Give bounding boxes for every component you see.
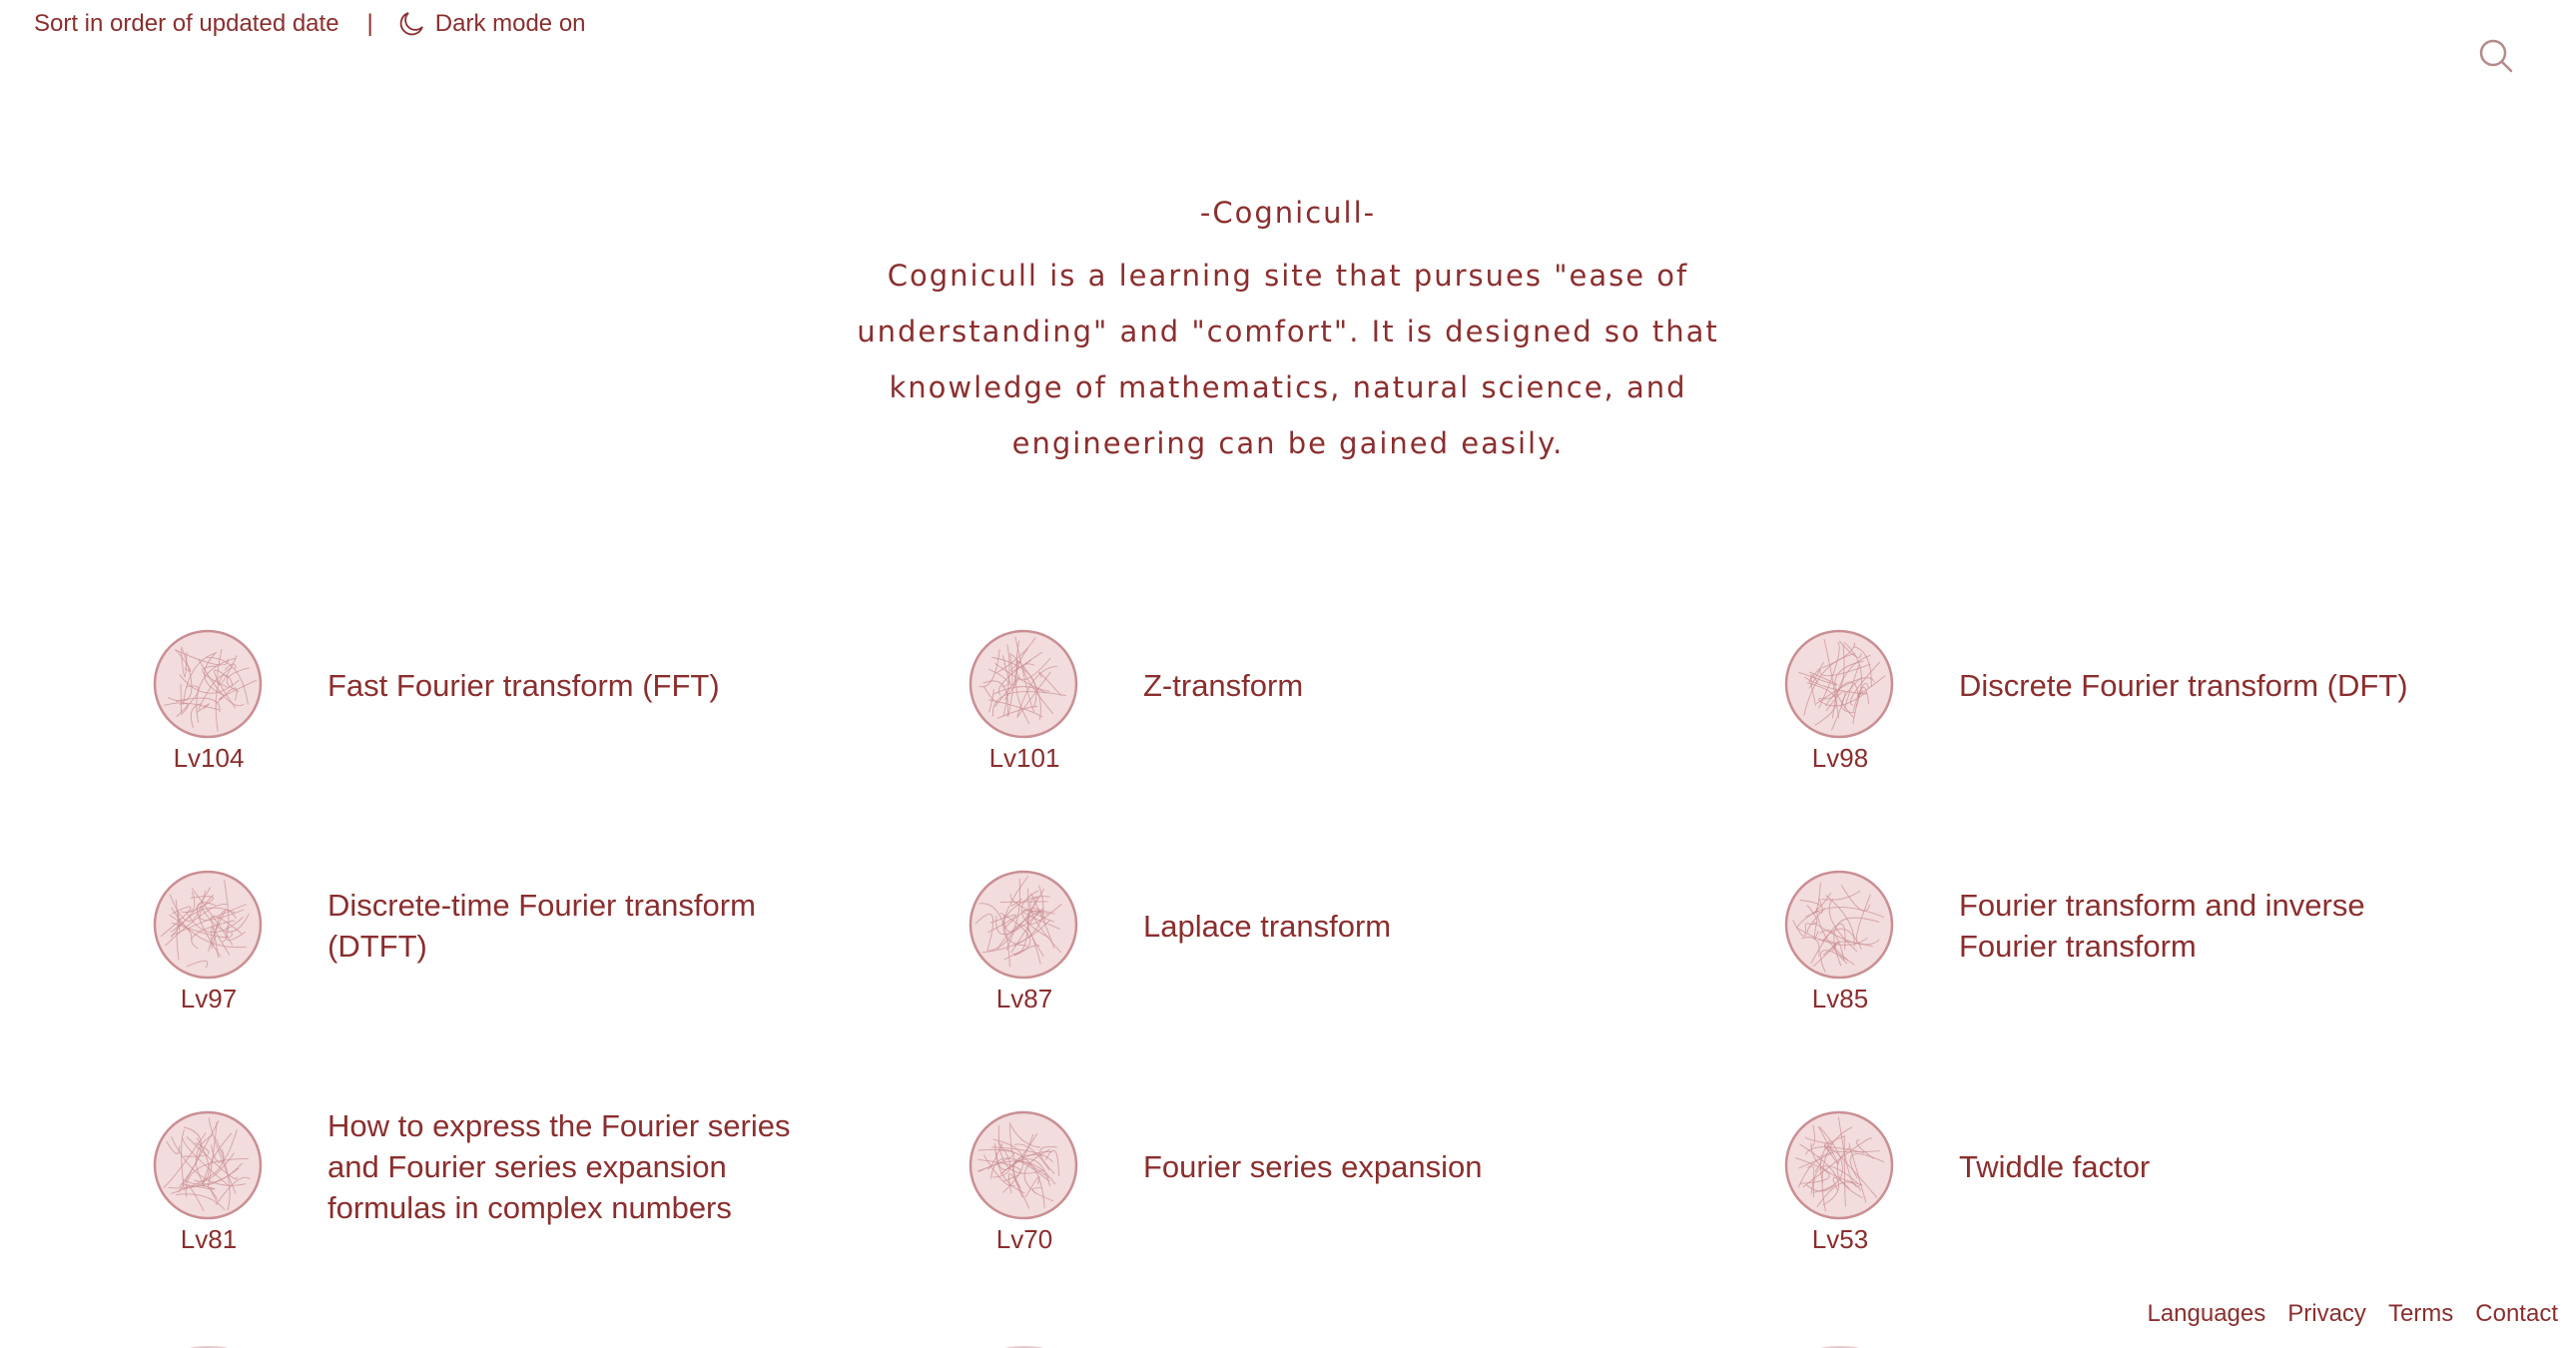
next-row-orb-peek <box>189 1346 229 1348</box>
article-title[interactable]: Laplace transform <box>1143 908 1392 944</box>
article-title[interactable]: Fourier series expansion <box>1143 1148 1483 1184</box>
level-orb-icon <box>1784 1110 1894 1220</box>
article-card[interactable]: Lv70 Fourier series expansion <box>968 1110 1747 1270</box>
privacy-link[interactable]: Privacy <box>2287 1300 2366 1327</box>
level-label: Lv85 <box>1811 984 1869 1013</box>
article-card[interactable]: Lv85 Fourier transform and inverse Fouri… <box>1784 870 2563 1029</box>
orb-wrap: Lv53 <box>1784 1110 1896 1255</box>
level-orb-icon <box>1784 629 1894 739</box>
moon-icon <box>399 12 423 36</box>
article-title[interactable]: Twiddle factor <box>1959 1148 2151 1184</box>
dark-mode-label: Dark mode on <box>434 10 586 37</box>
level-label: Lv53 <box>1811 1224 1869 1254</box>
level-label: Lv70 <box>995 1224 1053 1254</box>
orb-wrap: Lv85 <box>1784 870 1896 1014</box>
orb-wrap: Lv70 <box>968 1110 1080 1255</box>
orb-wrap: Lv104 <box>153 629 265 774</box>
next-row-orb-peek <box>1820 1346 1860 1348</box>
article-title[interactable]: Fast Fourier transform (FFT) <box>327 667 720 703</box>
article-card[interactable]: Lv97 Discrete-time Fourier transform (DT… <box>153 870 932 1029</box>
level-orb-icon <box>968 629 1078 739</box>
level-label: Lv81 <box>180 1224 238 1254</box>
article-card[interactable]: Lv98 Discrete Fourier transform (DFT) <box>1784 629 2563 789</box>
search-icon[interactable] <box>2476 36 2516 76</box>
level-label: Lv97 <box>180 984 238 1013</box>
orb-wrap: Lv87 <box>968 870 1080 1014</box>
sort-by-updated-link[interactable]: Sort in order of updated date <box>34 10 339 37</box>
orb-wrap: Lv97 <box>153 870 265 1014</box>
article-card[interactable]: Lv87 Laplace transform <box>968 870 1747 1029</box>
level-label: Lv98 <box>1811 743 1869 773</box>
site-title: -Cognicull- <box>1199 196 1377 230</box>
orb-wrap: Lv81 <box>153 1110 265 1255</box>
level-orb-icon <box>153 870 263 980</box>
level-orb-icon <box>968 1110 1078 1220</box>
article-title[interactable]: How to express the Fourier series and Fo… <box>327 1107 791 1225</box>
site-description: Cognicull is a learning site that pursue… <box>857 259 1719 460</box>
hero: -Cognicull- Cognicull is a learning site… <box>0 196 2576 471</box>
contact-link[interactable]: Contact <box>2475 1300 2558 1327</box>
languages-link[interactable]: Languages <box>2147 1300 2266 1327</box>
orb-wrap: Lv101 <box>968 629 1080 774</box>
article-title[interactable]: Discrete-time Fourier transform (DTFT) <box>327 888 756 964</box>
article-title[interactable]: Z-transform <box>1143 667 1304 703</box>
article-card[interactable]: Lv104 Fast Fourier transform (FFT) <box>153 629 932 789</box>
level-orb-icon <box>153 629 263 739</box>
level-orb-icon <box>968 870 1078 980</box>
orb-wrap: Lv98 <box>1784 629 1896 774</box>
level-orb-icon <box>1784 870 1894 980</box>
article-title[interactable]: Fourier transform and inverse Fourier tr… <box>1959 888 2365 964</box>
terms-link[interactable]: Terms <box>2387 1300 2454 1327</box>
article-card[interactable]: Lv81 How to express the Fourier series a… <box>153 1107 932 1270</box>
article-card[interactable]: Lv53 Twiddle factor <box>1784 1110 2563 1270</box>
article-title[interactable]: Discrete Fourier transform (DFT) <box>1959 667 2408 703</box>
level-label: Lv101 <box>988 743 1060 773</box>
dark-mode-toggle[interactable]: Dark mode on <box>397 10 586 38</box>
separator: | <box>366 10 373 37</box>
footer: Languages Privacy Terms Contact <box>2147 1300 2558 1328</box>
level-label: Lv87 <box>995 984 1053 1013</box>
topbar: Sort in order of updated date | Dark mod… <box>34 10 586 38</box>
article-card[interactable]: Lv101 Z-transform <box>968 629 1747 789</box>
level-orb-icon <box>153 1110 263 1220</box>
next-row-orb-peek <box>1004 1346 1044 1348</box>
level-label: Lv104 <box>173 743 245 773</box>
